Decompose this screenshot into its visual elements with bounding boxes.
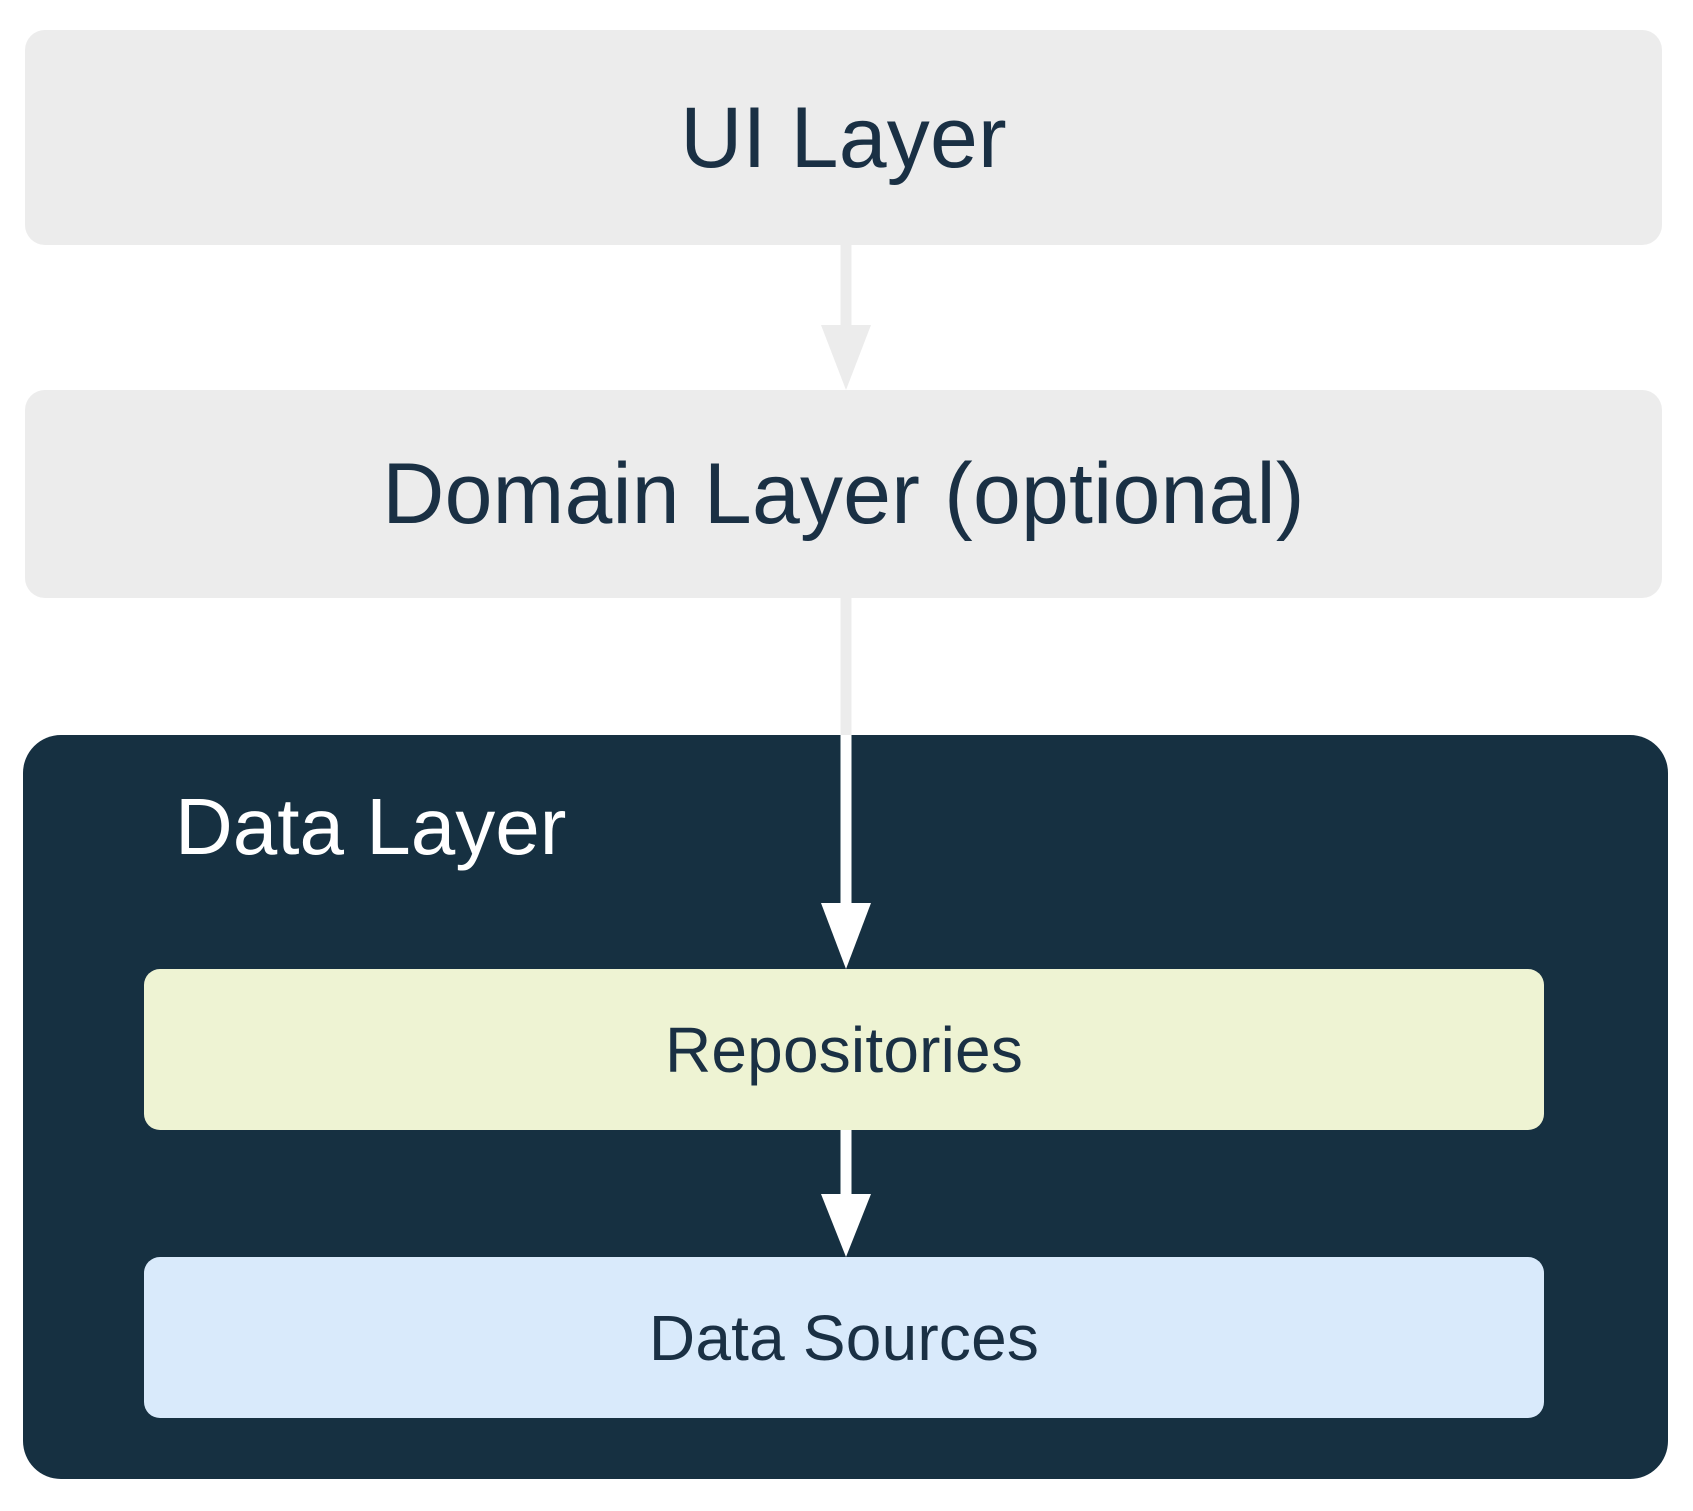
ui-layer-label: UI Layer [680, 89, 1007, 186]
repositories-box[interactable]: Repositories [144, 969, 1544, 1130]
arrow-ui-to-domain-icon [821, 245, 871, 390]
domain-layer-label: Domain Layer (optional) [382, 446, 1305, 542]
arrow-shaft [840, 598, 852, 735]
domain-layer-box[interactable]: Domain Layer (optional) [25, 390, 1662, 598]
data-layer-label: Data Layer [175, 782, 567, 871]
arrow-domain-to-repositories-upper-icon [821, 598, 871, 735]
data-sources-label: Data Sources [648, 1301, 1040, 1374]
data-sources-box[interactable]: Data Sources [144, 1257, 1544, 1418]
repositories-label: Repositories [664, 1013, 1024, 1086]
ui-layer-box[interactable]: UI Layer [25, 30, 1662, 245]
arrow-shaft [840, 245, 852, 327]
arrow-head [821, 325, 871, 390]
